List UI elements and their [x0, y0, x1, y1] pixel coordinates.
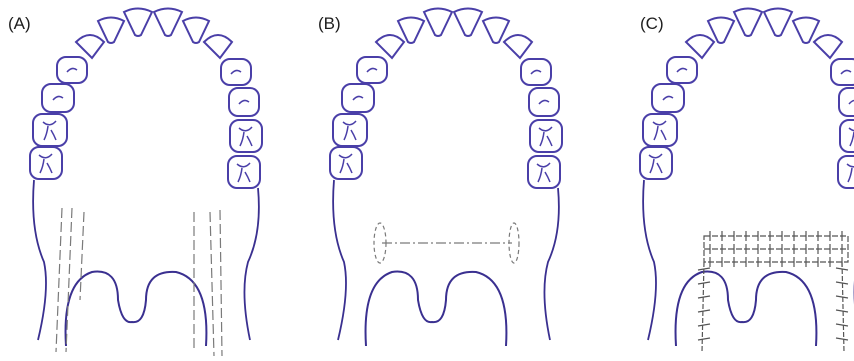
premolar-tooth: [529, 88, 559, 116]
incision-line: [80, 212, 84, 300]
molar-groove: [849, 127, 854, 146]
suture-stitch: [698, 324, 710, 326]
incisor-tooth: [424, 9, 452, 37]
molar-tooth: [330, 147, 362, 179]
incisor-tooth: [183, 18, 209, 44]
molar-tooth: [228, 156, 260, 188]
molar-tooth: [530, 120, 562, 152]
suture-stitch: [836, 324, 848, 326]
palate-left-contour: [643, 180, 656, 340]
incisor-tooth: [734, 9, 762, 37]
suture-stitch: [698, 310, 710, 312]
incisor-tooth: [483, 18, 509, 44]
molar-tooth: [643, 114, 677, 146]
incisor-tooth: [154, 9, 182, 37]
premolar-tooth: [221, 59, 251, 85]
panel-c-drawing: [570, 0, 854, 361]
canine-tooth: [504, 35, 532, 58]
palate-left-contour: [33, 180, 46, 340]
premolar-tooth: [667, 57, 697, 83]
premolar-groove: [663, 96, 673, 100]
premolar-groove: [67, 68, 77, 72]
panel-a: (A): [0, 0, 284, 361]
molar-tooth: [33, 114, 67, 146]
molar-groove: [847, 163, 854, 182]
incisor-tooth: [454, 9, 482, 37]
soft-palate-outline: [66, 272, 207, 346]
suture-group: [698, 231, 848, 352]
molar-groove: [239, 127, 252, 146]
premolar-groove: [539, 100, 549, 104]
premolar-groove: [677, 68, 687, 72]
premolar-tooth: [357, 57, 387, 83]
premolar-tooth: [342, 84, 374, 112]
canine-tooth: [76, 35, 104, 58]
premolar-tooth: [521, 59, 551, 85]
panel-b: (B): [290, 0, 574, 361]
molar-groove: [539, 127, 552, 146]
molar-groove: [343, 121, 356, 140]
suture-stitch: [836, 296, 848, 298]
palate-left-contour: [333, 180, 346, 340]
molar-tooth: [528, 156, 560, 188]
canine-tooth: [204, 35, 232, 58]
premolar-groove: [353, 96, 363, 100]
premolar-groove: [231, 70, 241, 74]
incision-line: [220, 210, 222, 356]
premolar-groove: [531, 70, 541, 74]
incision-line: [66, 208, 72, 352]
molar-tooth: [30, 147, 62, 179]
molar-tooth: [640, 147, 672, 179]
premolar-tooth: [229, 88, 259, 116]
panel-b-drawing: [290, 0, 574, 361]
molar-groove: [43, 121, 56, 140]
molar-groove: [649, 154, 662, 173]
molar-groove: [39, 154, 52, 173]
canine-tooth: [376, 35, 404, 58]
premolar-tooth: [42, 84, 74, 112]
incisor-tooth: [764, 9, 792, 37]
panel-a-drawing: [0, 0, 284, 361]
canine-tooth: [686, 35, 714, 58]
suture-stitch: [698, 338, 710, 340]
incisor-tooth: [793, 18, 819, 44]
molar-tooth: [840, 120, 854, 152]
suture-stitch: [836, 338, 848, 340]
premolar-tooth: [57, 57, 87, 83]
molar-tooth: [333, 114, 367, 146]
palate-right-contour: [544, 188, 558, 340]
molar-tooth: [230, 120, 262, 152]
incision-line: [56, 208, 62, 352]
incision-line: [210, 212, 214, 356]
canine-tooth: [814, 35, 842, 58]
palate-right-contour: [244, 188, 258, 340]
premolar-groove: [53, 96, 63, 100]
premolar-groove: [239, 100, 249, 104]
premolar-groove: [367, 68, 377, 72]
incisor-tooth: [124, 9, 152, 37]
molar-groove: [537, 163, 550, 182]
molar-groove: [339, 154, 352, 173]
soft-palate-outline: [676, 272, 817, 346]
premolar-groove: [849, 100, 854, 104]
premolar-tooth: [652, 84, 684, 112]
suture-stitch: [836, 310, 848, 312]
molar-groove: [237, 163, 250, 182]
suture-stitch: [698, 296, 710, 298]
molar-groove: [653, 121, 666, 140]
premolar-groove: [841, 70, 851, 74]
panel-c: (C): [570, 0, 854, 361]
soft-palate-outline: [366, 272, 507, 346]
